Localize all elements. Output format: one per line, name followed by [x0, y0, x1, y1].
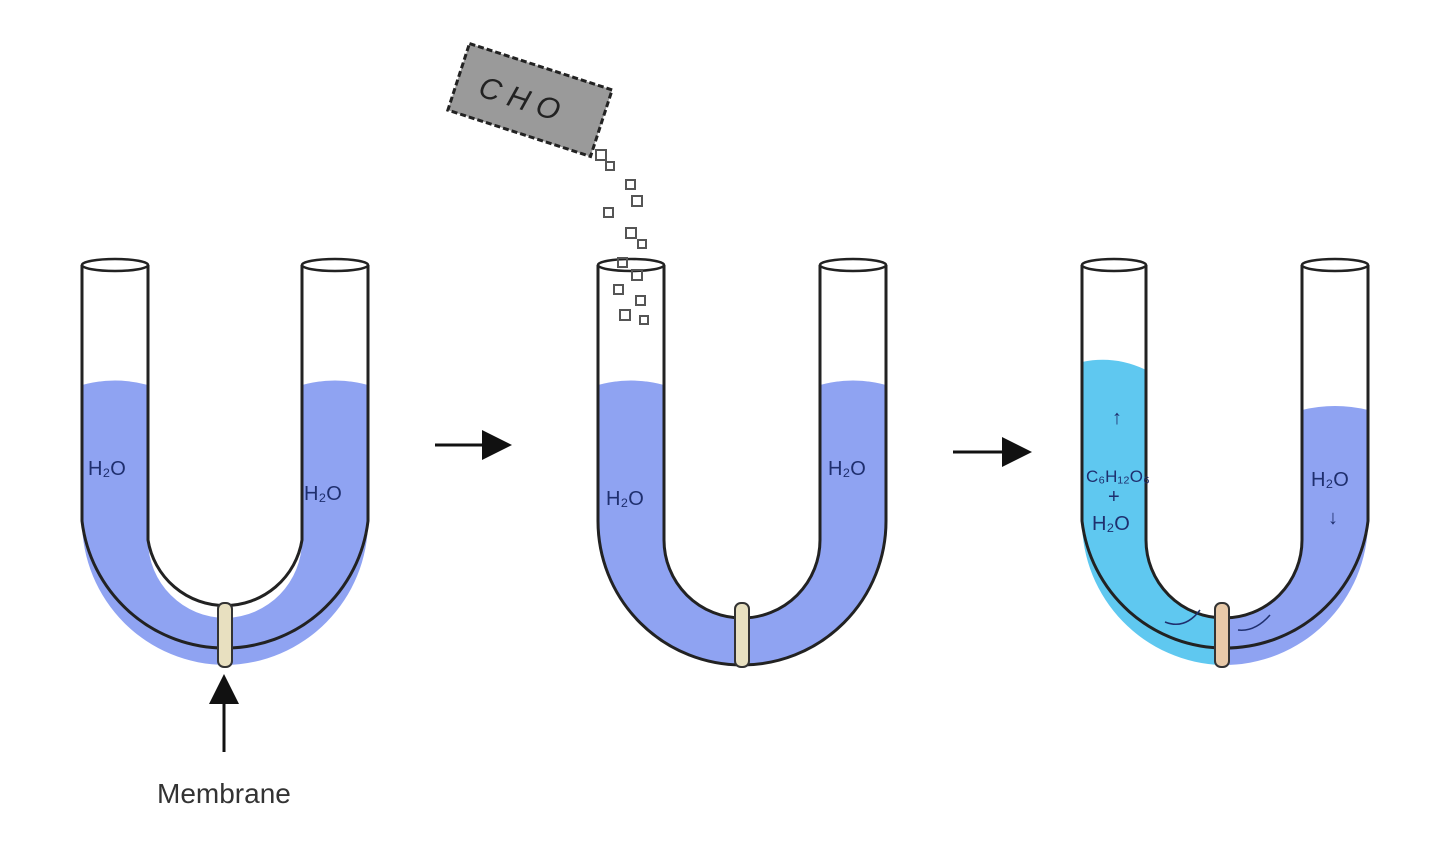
- solute-package: C H O: [445, 41, 615, 159]
- plus-sign: +: [1108, 486, 1120, 508]
- membrane: [734, 602, 750, 668]
- water-label-right: H₂O: [304, 483, 342, 505]
- level-up-arrow-icon: ↑: [1112, 407, 1122, 429]
- water-label-right: H₂O: [1311, 469, 1349, 491]
- u-tube-initial: H₂O H₂O Membrane: [80, 257, 370, 809]
- water-fill-right: [226, 380, 368, 665]
- water-label-left: H₂O: [88, 458, 126, 480]
- solution-label: C₆H₁₂O₆: [1086, 467, 1150, 486]
- water-label-left: H₂O: [606, 488, 644, 510]
- membrane-caption: Membrane: [157, 778, 291, 809]
- water-label-left: H₂O: [1092, 513, 1130, 535]
- u-tube-solute-added: H₂O H₂O C H O: [445, 41, 888, 668]
- membrane: [217, 602, 233, 668]
- flow-arrow-icon: [1237, 614, 1271, 631]
- u-tube-after-osmosis: ↑ C₆H₁₂O₆ + H₂O H₂O ↓: [1080, 257, 1370, 668]
- sugar-crystals-icon: [595, 149, 649, 325]
- membrane: [1214, 602, 1230, 668]
- water-fill-right: [742, 380, 886, 665]
- water-fill-left: [82, 380, 226, 665]
- level-down-arrow-icon: ↓: [1328, 507, 1338, 529]
- solution-fill-left: [1082, 359, 1222, 665]
- flow-arrow-icon: [1164, 609, 1201, 625]
- water-label-right: H₂O: [828, 458, 866, 480]
- water-fill-left: [598, 380, 742, 665]
- water-fill-right: [1222, 406, 1368, 666]
